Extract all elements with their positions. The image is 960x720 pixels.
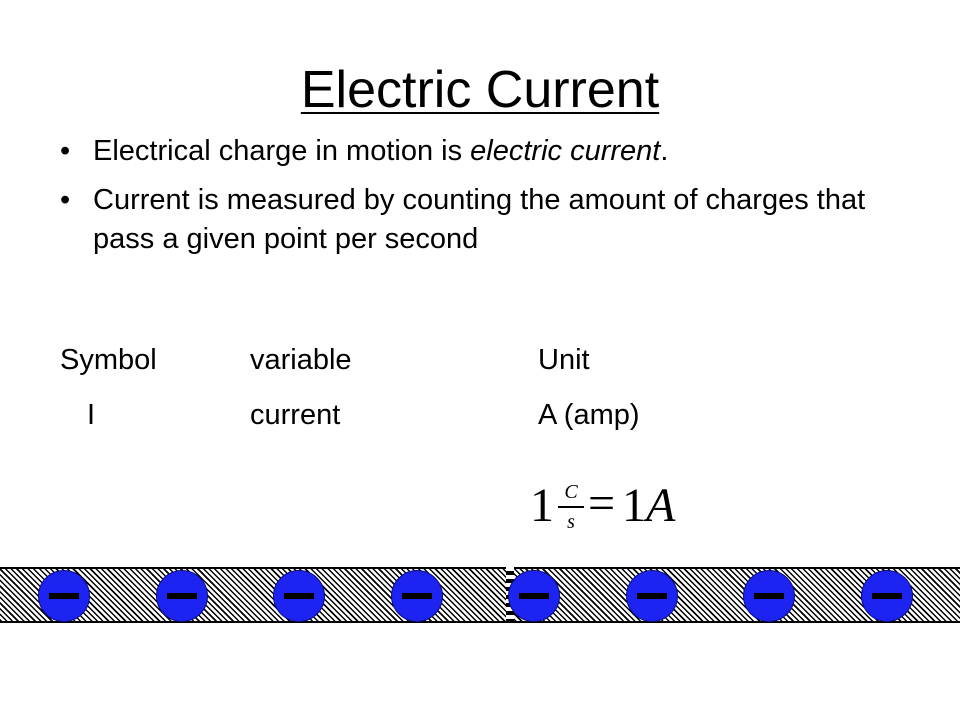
slide-title: Electric Current	[300, 61, 660, 119]
minus-icon	[166, 593, 197, 599]
formula: 1 C s = 1A	[530, 470, 690, 540]
bullet-dot: •	[60, 135, 71, 167]
cell-symbol: I	[87, 399, 96, 431]
bullet-tail: .	[660, 135, 669, 167]
negative-charge-icon	[743, 570, 795, 622]
table-row: I current A (amp)	[0, 396, 960, 435]
fraction-bar	[558, 506, 584, 508]
bullet-text: Electrical charge in motion is	[93, 135, 471, 167]
minus-icon	[401, 593, 432, 599]
bullet-text: Current is measured by counting the amou…	[93, 184, 866, 255]
formula-equals: =	[588, 477, 616, 530]
formula-fraction: C s	[558, 480, 584, 534]
cell-unit: A (amp)	[538, 399, 640, 431]
minus-icon	[49, 593, 79, 599]
fraction-denominator: s	[567, 511, 575, 533]
negative-charge-icon	[508, 570, 560, 622]
negative-charge-icon	[390, 570, 443, 622]
negative-charge-icon	[273, 570, 325, 622]
bullet-emphasis: electric current	[470, 135, 661, 167]
minus-icon	[284, 593, 314, 599]
header-symbol: Symbol	[60, 344, 157, 376]
formula-rhs: 1A	[622, 478, 675, 533]
minus-icon	[636, 593, 667, 599]
negative-charge-icon	[38, 570, 90, 622]
formula-lhs: 1	[530, 479, 554, 532]
bullet-item: • Current is measured by counting the am…	[60, 181, 920, 259]
header-variable: variable	[250, 344, 352, 376]
formula-rhs-number: 1	[622, 479, 646, 532]
bullet-list: • Electrical charge in motion is electri…	[60, 132, 920, 269]
negative-charge-icon	[155, 570, 208, 622]
minus-icon	[754, 593, 784, 599]
minus-icon	[871, 593, 902, 599]
cell-variable: current	[250, 399, 341, 431]
formula-rhs-unit: A	[646, 479, 676, 532]
negative-charge-icon	[860, 570, 913, 622]
bullet-item: • Electrical charge in motion is electri…	[60, 132, 920, 171]
table-header-row: Symbol variable Unit	[0, 341, 960, 380]
bullet-dot: •	[60, 184, 71, 216]
header-unit: Unit	[538, 344, 590, 376]
fraction-numerator: C	[564, 481, 578, 503]
wire-diagram	[0, 567, 960, 623]
minus-icon	[519, 593, 549, 599]
negative-charge-icon	[625, 570, 678, 622]
